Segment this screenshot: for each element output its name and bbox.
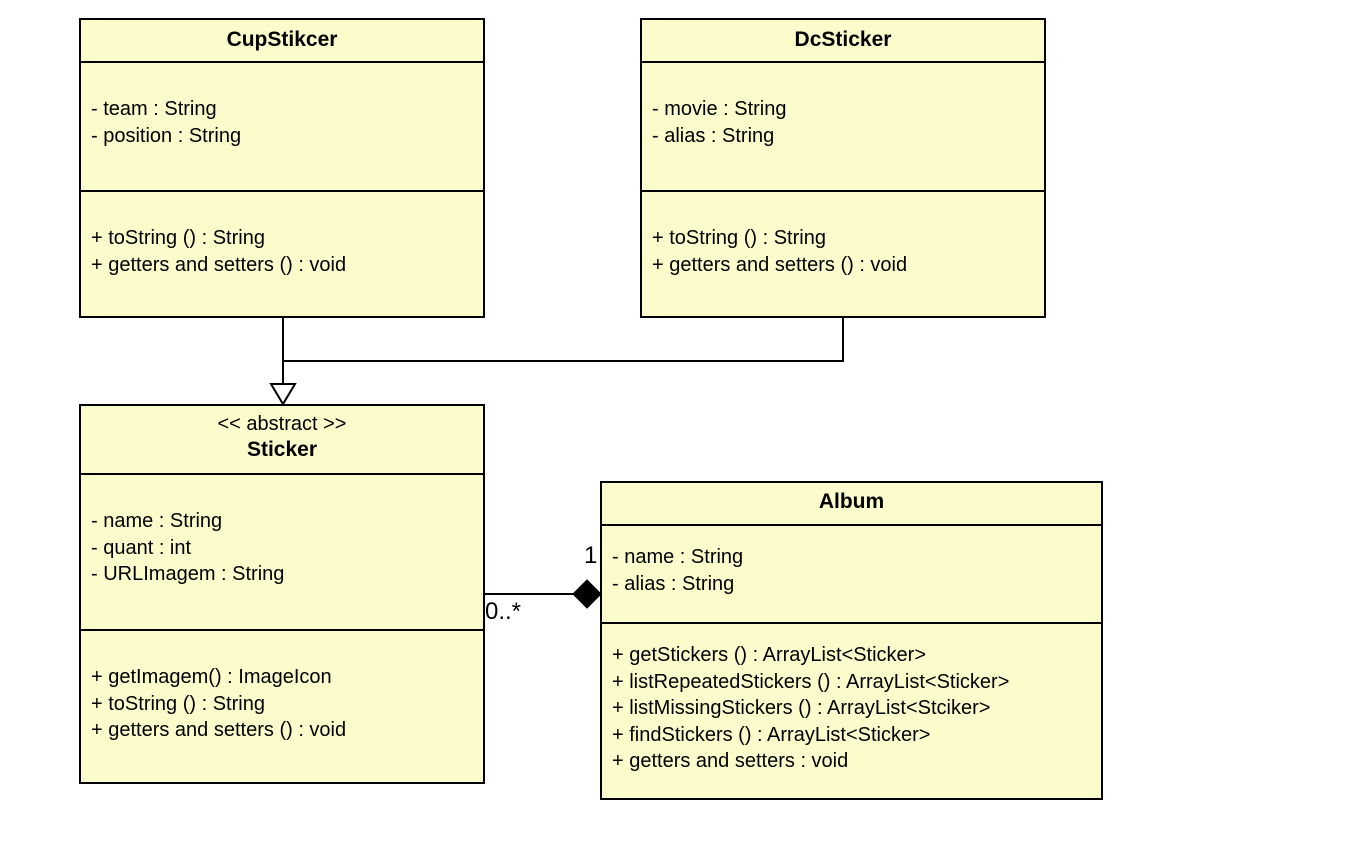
class-name: DcSticker (794, 28, 892, 51)
class-stereotype: << abstract >> (217, 413, 347, 435)
methods-section: + getImagem() : ImageIcon + toString () … (81, 631, 483, 782)
methods-section: + toString () : String + getters and set… (642, 192, 1044, 316)
method: + listRepeatedStickers () : ArrayList<St… (612, 670, 1010, 693)
method: + getters and setters () : void (91, 253, 347, 276)
class-header: << abstract >> Sticker (81, 406, 483, 475)
attribute: - name : String (91, 510, 223, 532)
attribute: - alias : String (652, 124, 775, 147)
method: + getters and setters () : void (652, 253, 908, 276)
attribute: - URLImagem : String (91, 563, 285, 585)
attribute: - position : String (91, 124, 242, 147)
method: + toString () : String (652, 227, 826, 249)
attributes-section: - team : String - position : String (81, 63, 483, 192)
method: + getImagem() : ImageIcon (91, 666, 332, 688)
class-header: CupStikcer (81, 20, 483, 63)
multiplicity-whole: 1 (584, 542, 598, 569)
generalization-line-dcsticker (283, 318, 844, 362)
method: + getStickers () : ArrayList<Sticker> (612, 644, 926, 666)
method: + toString () : String (91, 227, 265, 249)
composition-diamond (572, 579, 602, 609)
class-dcsticker[interactable]: DcSticker - movie : String - alias : Str… (640, 18, 1046, 318)
class-sticker[interactable]: << abstract >> Sticker - name : String -… (79, 404, 485, 784)
attributes-section: - name : String - alias : String (602, 526, 1101, 624)
attribute: - movie : String (652, 98, 787, 120)
class-album[interactable]: Album - name : String - alias : String +… (600, 481, 1103, 800)
method: + getters and setters () : void (91, 719, 347, 741)
class-name: Sticker (246, 438, 318, 461)
multiplicity-part: 0..* (485, 598, 522, 625)
attribute: - alias : String (612, 572, 735, 595)
class-cupsticker[interactable]: CupStikcer - team : String - position : … (79, 18, 485, 318)
class-header: Album (602, 483, 1101, 526)
attributes-section: - movie : String - alias : String (642, 63, 1044, 192)
methods-section: + toString () : String + getters and set… (81, 192, 483, 316)
generalization-arrowhead (269, 383, 297, 406)
method: + toString () : String (91, 692, 265, 715)
class-name: CupStikcer (226, 28, 338, 51)
method: + getters and setters : void (612, 750, 849, 772)
class-name: Album (818, 490, 885, 513)
attribute: - name : String (612, 546, 744, 568)
class-header: DcSticker (642, 20, 1044, 63)
method: + listMissingStickers () : ArrayList<Stc… (612, 697, 991, 719)
attribute: - quant : int (91, 536, 192, 559)
attributes-section: - name : String - quant : int - URLImage… (81, 475, 483, 631)
methods-section: + getStickers () : ArrayList<Sticker> + … (602, 624, 1101, 798)
method: + findStickers () : ArrayList<Sticker> (612, 723, 931, 746)
attribute: - team : String (91, 98, 217, 120)
